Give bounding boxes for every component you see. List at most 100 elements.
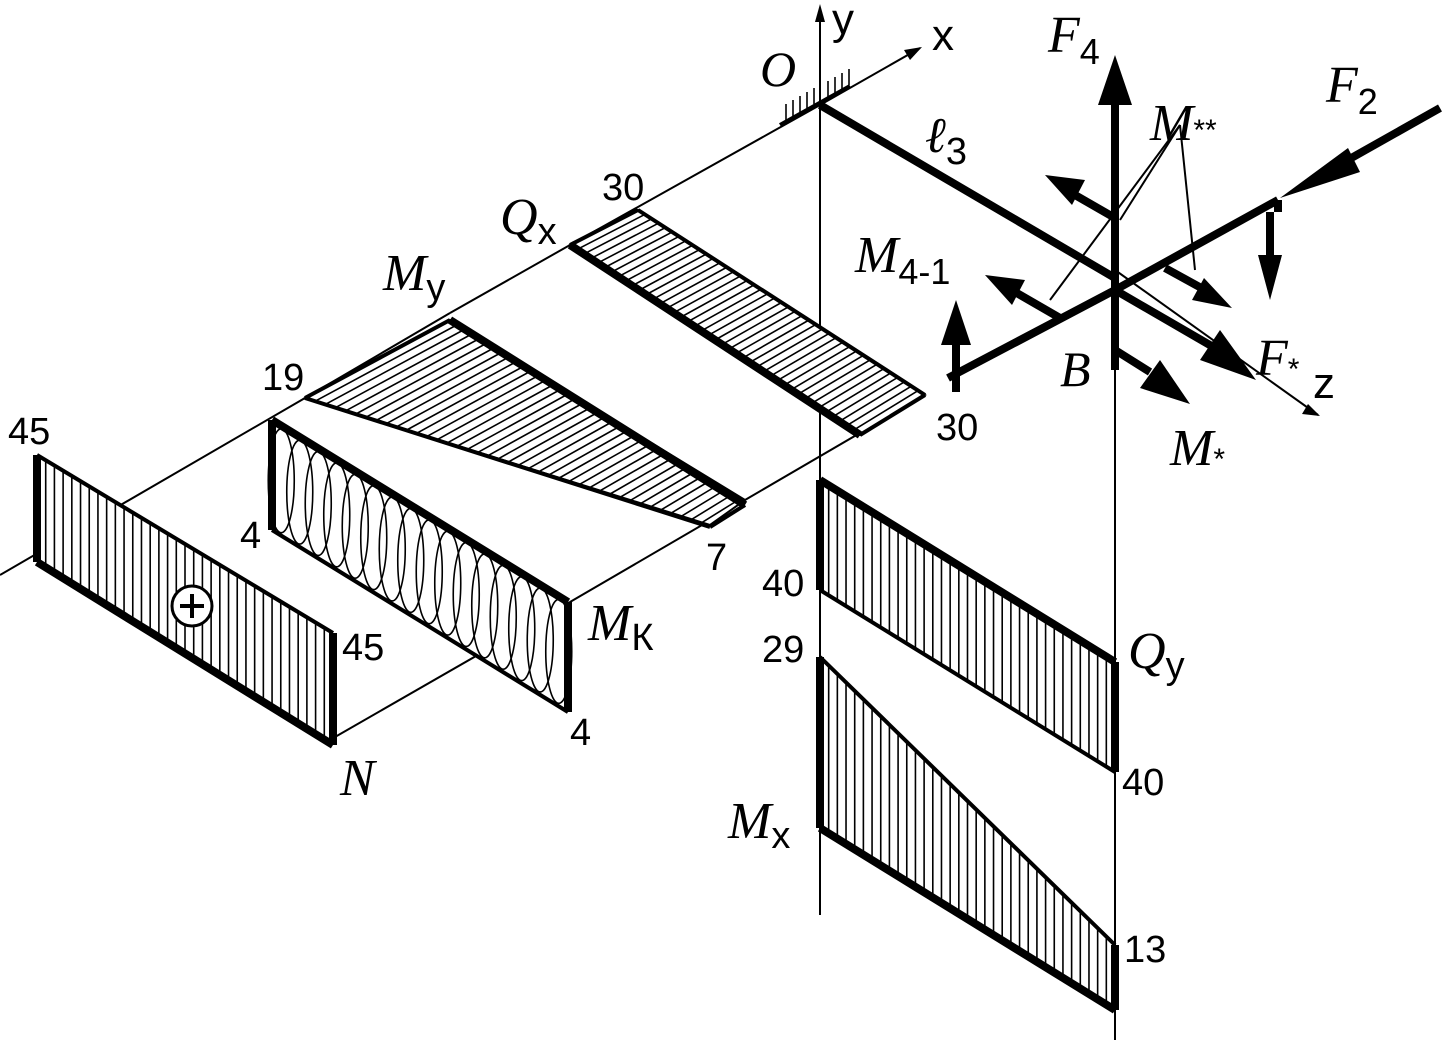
f4-arrow-icon bbox=[1098, 55, 1132, 105]
hatch-line bbox=[693, 288, 762, 328]
hatch-line bbox=[749, 323, 817, 364]
hatch-line bbox=[776, 341, 844, 382]
hatch-line bbox=[831, 376, 899, 418]
z-axis-arrowhead bbox=[1302, 404, 1320, 416]
qx-start-value: 30 bbox=[602, 167, 644, 209]
hatch-line bbox=[604, 231, 673, 269]
my-diagram bbox=[302, 316, 748, 529]
m41-label: M4-1 bbox=[854, 227, 950, 292]
hatch-line bbox=[669, 485, 716, 515]
hatch-line bbox=[355, 342, 488, 415]
hatch-line bbox=[686, 284, 755, 323]
down-arrow-icon bbox=[1258, 255, 1282, 300]
hatch-line bbox=[436, 379, 547, 441]
hatch-line bbox=[617, 240, 687, 278]
hatch-line bbox=[466, 393, 569, 451]
mx-start-value: 29 bbox=[762, 629, 804, 671]
hatch-line bbox=[631, 248, 700, 287]
mx-diagram bbox=[816, 655, 1119, 1014]
construction-lines bbox=[0, 10, 1319, 1040]
hatch-line bbox=[797, 354, 864, 395]
b-point-label: B bbox=[1060, 341, 1091, 397]
mk-end-value: 4 bbox=[570, 712, 591, 754]
hatch-line bbox=[345, 337, 480, 412]
f4-label: F4 bbox=[1047, 7, 1100, 72]
f2-label: F2 bbox=[1325, 57, 1378, 122]
hatch-line bbox=[496, 407, 591, 460]
hatch-line bbox=[735, 315, 803, 355]
hatch-line bbox=[314, 323, 458, 402]
hatch-line bbox=[811, 363, 878, 405]
loads bbox=[941, 55, 1442, 404]
origin-label: O bbox=[760, 41, 796, 97]
hatch-line bbox=[769, 337, 837, 377]
hatch-line bbox=[638, 253, 707, 291]
n-start-value: 45 bbox=[8, 411, 50, 453]
hatch-line bbox=[624, 244, 694, 282]
hatch-line bbox=[679, 490, 724, 519]
qy-diagram bbox=[816, 476, 1119, 774]
y-axis-label: y bbox=[832, 0, 854, 44]
hatch-line bbox=[680, 279, 748, 319]
hatch-line bbox=[375, 351, 503, 422]
hatch-line bbox=[588, 448, 657, 489]
hatch-line bbox=[699, 499, 739, 525]
hatch-line bbox=[818, 367, 885, 409]
hatch-line bbox=[762, 332, 830, 373]
l3-label: ℓ3 bbox=[925, 107, 967, 173]
hatch-line bbox=[557, 434, 635, 480]
hatch-line bbox=[507, 411, 598, 464]
hatch-line bbox=[405, 365, 525, 431]
mstar-label: M* bbox=[1169, 420, 1225, 477]
qy-start-value: 40 bbox=[762, 563, 804, 605]
hatch-line bbox=[576, 213, 646, 251]
hatch-line bbox=[728, 310, 796, 350]
hatch-line bbox=[527, 421, 613, 470]
n-diagram bbox=[33, 453, 337, 749]
x-axis-arrowhead bbox=[904, 47, 922, 60]
hatch-line bbox=[666, 270, 735, 310]
hatch-line bbox=[689, 495, 731, 522]
hatch-line bbox=[583, 218, 653, 255]
mx-title: Mx bbox=[727, 793, 790, 857]
moment-arrow-icon bbox=[985, 275, 1025, 305]
hatch-line bbox=[611, 235, 680, 273]
hatch-line bbox=[395, 360, 517, 428]
hatch-line bbox=[852, 389, 919, 432]
hatch-line bbox=[618, 462, 680, 499]
hatch-line bbox=[700, 292, 769, 332]
mstar-arrow-icon bbox=[1140, 360, 1190, 404]
moment-arrow-icon bbox=[1192, 278, 1232, 308]
hatch-line bbox=[659, 266, 728, 305]
mk-title: MК bbox=[587, 595, 653, 659]
hatch-line bbox=[783, 345, 851, 386]
hatch-line bbox=[838, 381, 905, 423]
x-axis-label: x bbox=[932, 11, 954, 60]
hatch-line bbox=[658, 481, 709, 512]
hatch-line bbox=[537, 425, 621, 473]
hatch-line bbox=[804, 359, 871, 400]
mx-end-value: 13 bbox=[1124, 929, 1166, 971]
hatch-line bbox=[608, 458, 672, 496]
hatch-line bbox=[365, 347, 495, 419]
hatch-line bbox=[324, 328, 466, 406]
fstar-label: F* bbox=[1255, 330, 1300, 387]
mk-start-value: 4 bbox=[240, 515, 261, 557]
my-title: My bbox=[382, 245, 445, 309]
frame bbox=[817, 101, 1282, 382]
hatch-line bbox=[385, 356, 510, 425]
qx-end-value: 30 bbox=[936, 407, 978, 449]
hatch-line bbox=[590, 222, 659, 260]
mstarstar-label: M** bbox=[1149, 95, 1217, 152]
hatch-line bbox=[426, 374, 539, 438]
hatch-line bbox=[415, 370, 532, 435]
fixed-support bbox=[779, 69, 851, 127]
hatch-line bbox=[597, 226, 666, 264]
hatch-line bbox=[742, 319, 810, 359]
hatch-line bbox=[638, 471, 694, 506]
hatch-line bbox=[598, 453, 665, 493]
hatch-line bbox=[547, 430, 628, 477]
f2-arrow-icon bbox=[1280, 148, 1360, 198]
hatch-line bbox=[486, 402, 584, 457]
hatch-line bbox=[721, 306, 789, 346]
